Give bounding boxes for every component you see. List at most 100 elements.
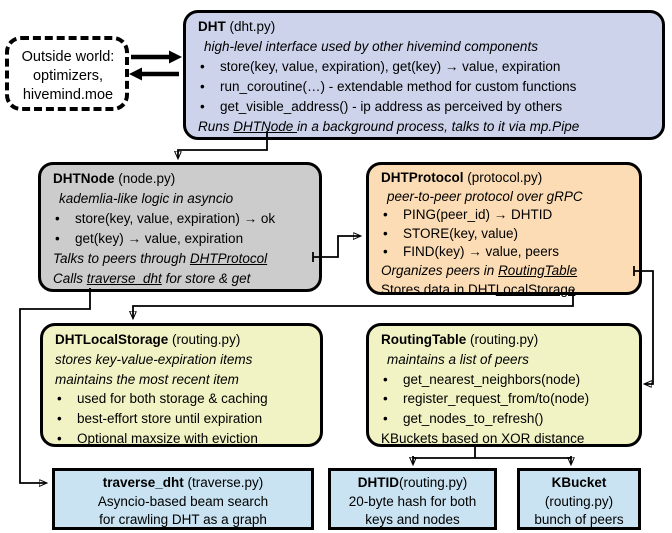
bullet-icon: • (200, 79, 205, 94)
text-segment: best-effort store until expiration (77, 411, 263, 427)
text-segment: DHTProtocol (189, 251, 268, 266)
text-line: KBucket (524, 474, 634, 493)
text-line: DHTNode (node.py) (53, 169, 309, 189)
text-segment: store(key, value, expiration), get(key) … (220, 59, 561, 74)
text-line: • PING(peer_id) → DHTID (381, 206, 629, 225)
text-segment: high-level interface used by other hivem… (204, 39, 538, 54)
text-segment: 20-byte hash for both (348, 493, 477, 509)
text-line: DHTProtocol (protocol.py) (381, 169, 629, 188)
bullet-icon: • (55, 231, 60, 246)
text-segment: bunch of peers (534, 512, 624, 528)
text-line: • run_coroutine(…) - extendable method fo… (198, 77, 652, 97)
text-line: •get_nodes_to_refresh() (381, 409, 629, 429)
text-segment: stores key-value-expiration items (55, 351, 253, 367)
text-line: Runs DHTNode in a background process, ta… (198, 117, 652, 137)
routingtable-box: RoutingTable (routing.py)maintains a lis… (366, 323, 642, 447)
text-line: kademlia-like logic in asyncio (53, 189, 309, 209)
text-segment: STORE(key, value) (403, 225, 519, 241)
dht-box: DHT (dht.py) high-level interface used by… (183, 10, 665, 140)
text-line: maintains a list of peers (381, 350, 629, 370)
text-line: RoutingTable (routing.py) (381, 330, 629, 350)
text-segment: PING(peer_id) → DHTID (403, 207, 553, 223)
text-line: maintains the most recent item (55, 370, 310, 390)
bullet-icon: • (55, 211, 60, 226)
text-segment: Optional maxsize with eviction (77, 430, 258, 446)
text-line: traverse_dht (traverse.py) (59, 474, 307, 493)
text-segment: (protocol.py) (463, 170, 543, 185)
text-line: hivemind.moe (21, 86, 115, 105)
text-segment: (traverse.py) (183, 475, 264, 490)
text-segment: get_nearest_neighbors(node) (403, 371, 581, 387)
text-segment: keys and nodes (365, 512, 460, 528)
text-segment: Outside world: (21, 49, 115, 65)
text-line: Outside world: (21, 48, 115, 67)
text-line: peer-to-peer protocol over gRPC (381, 188, 629, 207)
text-segment: DHTNode (53, 171, 115, 186)
text-line: DHTID(routing.py) (335, 474, 490, 493)
text-line: Calls traverse_dht for store & get (53, 269, 309, 289)
text-segment: Organizes peers in (381, 262, 499, 278)
text-segment: KBucket (551, 475, 607, 490)
text-segment: (routing.py) (398, 475, 468, 490)
text-segment: optimizers, (32, 68, 104, 84)
text-segment: (routing.py) (168, 332, 241, 347)
text-line: •used for both storage & caching (55, 389, 310, 409)
text-line: Asyncio-based beam search (59, 493, 307, 512)
bullet-icon: • (383, 391, 388, 407)
text-line: •register_request_from/to(node) (381, 389, 629, 409)
text-segment: kademlia-like logic in asyncio (59, 191, 234, 206)
dhtnode-box: DHTNode (node.py) kademlia-like logic in … (38, 162, 322, 292)
bullet-icon: • (383, 244, 388, 260)
dhtprotocol-box: DHTProtocol (protocol.py)peer-to-peer pr… (366, 162, 642, 297)
text-line: KBuckets based on XOR distance (381, 429, 629, 449)
text-segment: (routing.py) (466, 332, 539, 347)
bullet-icon: • (383, 225, 388, 241)
text-line: •get_visible_address() - ip address as p… (198, 97, 652, 117)
text-segment: (routing.py) (544, 493, 614, 509)
text-segment: (node.py) (114, 171, 176, 186)
text-segment: for store & get (161, 271, 251, 286)
traversedht-box: traverse_dht (traverse.py)Asyncio-based … (52, 468, 314, 530)
text-segment: RoutingTable (381, 332, 467, 347)
text-line: high-level interface used by other hivem… (198, 37, 652, 57)
bullet-icon: • (200, 59, 205, 74)
text-segment: get_nodes_to_refresh() (403, 411, 544, 427)
text-segment: DHTNode (233, 119, 298, 134)
text-segment: peer-to-peer protocol over gRPC (387, 188, 583, 204)
text-segment: (dht.py) (225, 19, 276, 34)
text-segment: store(key, value, expiration) → ok (75, 211, 276, 226)
text-segment: maintains a list of peers (387, 351, 529, 367)
text-line: stores key-value-expiration items (55, 350, 310, 370)
bullet-icon: • (383, 371, 388, 387)
text-segment: traverse_dht (102, 475, 184, 490)
text-segment: Runs (198, 119, 234, 134)
text-segment: for crawling DHT as a graph (99, 512, 267, 528)
bullet-icon: • (383, 207, 388, 223)
text-line: • get(key) → value, expiration (53, 229, 309, 249)
text-segment: run_coroutine(…) - extendable method for… (220, 79, 577, 94)
bullet-icon: • (200, 99, 205, 114)
text-segment: hivemind.moe (22, 87, 114, 103)
text-line: for crawling DHT as a graph (59, 511, 307, 530)
text-line: • store(key, value, expiration) → ok (53, 209, 309, 229)
bullet-icon: • (57, 391, 62, 407)
arrow-outside-to-dht-icon (131, 50, 182, 64)
kbucket-box: KBucket (routing.py) bunch of peers (517, 468, 641, 530)
text-segment: Calls (53, 271, 87, 286)
text-line: •FIND(key) → value, peers (381, 243, 629, 262)
text-line: keys and nodes (335, 511, 490, 530)
text-segment: DHTID (357, 475, 399, 490)
text-line: DHT (dht.py) (198, 17, 652, 37)
bullet-icon: • (57, 411, 62, 427)
text-segment: DHTLocalStorage (55, 332, 169, 347)
text-segment: Talks to peers through (53, 251, 190, 266)
text-line: bunch of peers (524, 511, 634, 530)
text-line: Organizes peers in RoutingTable (381, 262, 629, 281)
arrow-dht-to-outside-icon (129, 67, 179, 81)
text-segment: Asyncio-based beam search (97, 493, 269, 509)
text-segment: get(key) → value, expiration (75, 231, 244, 246)
outside-world-box: Outside world: optimizers, hivemind.moe (5, 36, 129, 111)
dhtlocalstorage-box: DHTLocalStorage (routing.py) stores key-v… (40, 323, 323, 447)
text-line: • store(key, value, expiration), get(key)… (198, 57, 652, 77)
